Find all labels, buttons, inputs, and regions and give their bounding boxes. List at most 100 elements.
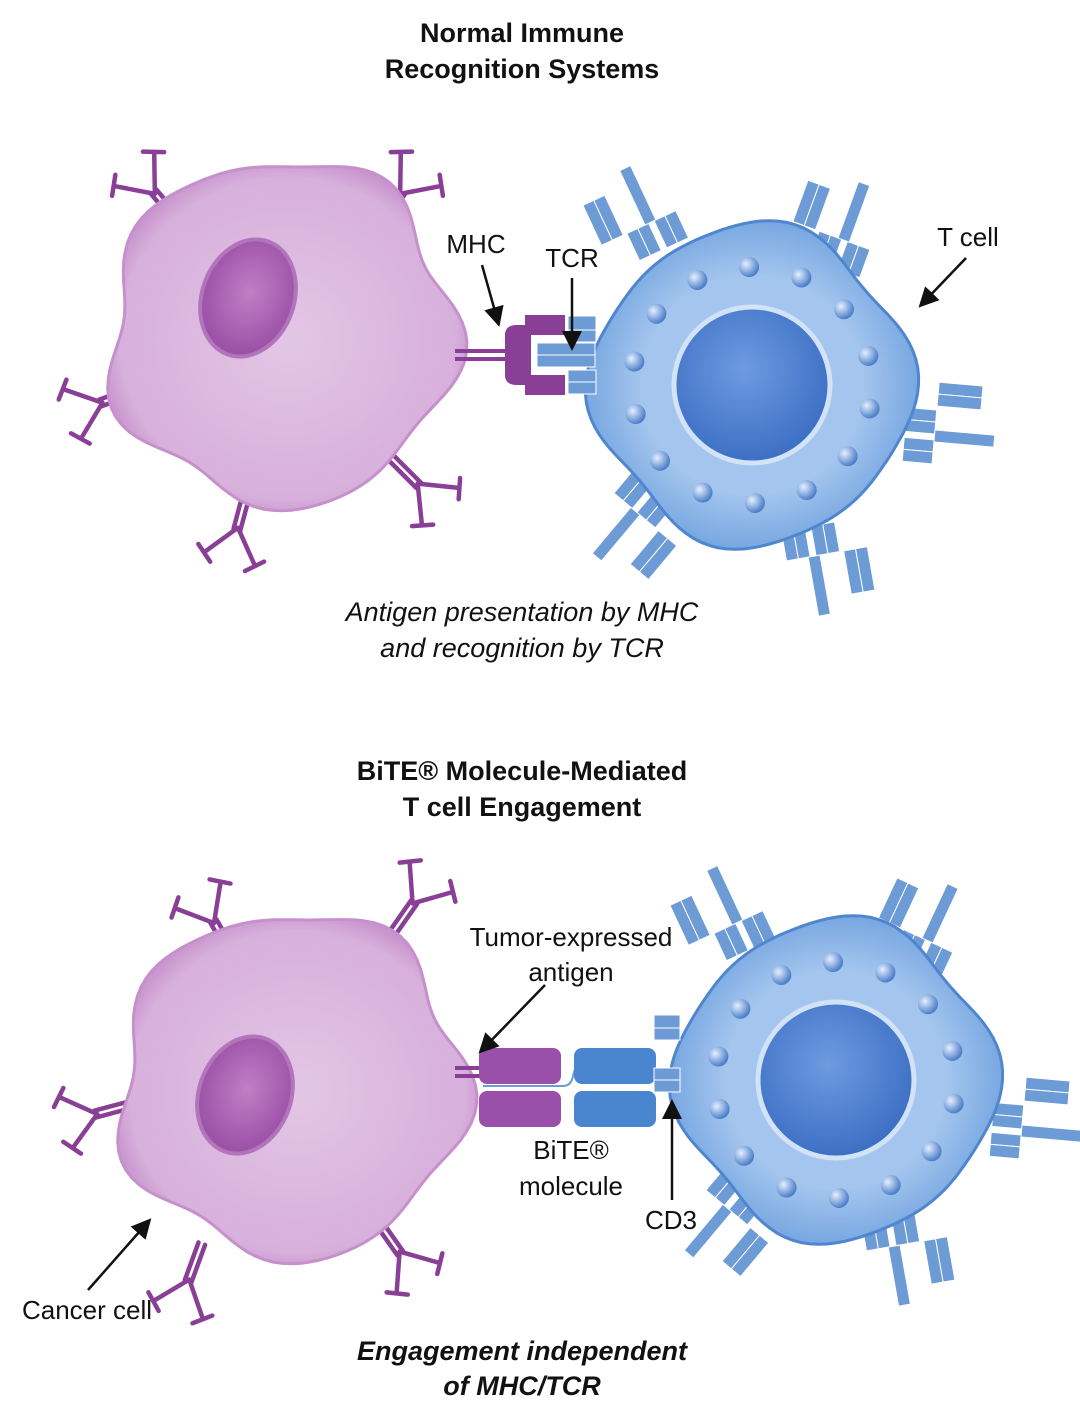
tcell-granule [917, 994, 938, 1015]
receptor-chain [991, 1113, 1024, 1130]
tcell-granule [625, 404, 646, 425]
top-caption-line1: Antigen presentation by MHC [344, 597, 699, 627]
receptor-chain [988, 1143, 1021, 1160]
top-panel-text: Normal Immune Recognition Systems MHC TC… [344, 18, 999, 663]
label-antigen-line2: antigen [528, 957, 613, 987]
cd3-tcr-cluster [780, 521, 876, 617]
cancer-cell-bottom [116, 918, 479, 1266]
tcell-nucleus [755, 999, 917, 1161]
receptor-chain [721, 1226, 761, 1270]
top-title-line2: Recognition Systems [385, 54, 660, 84]
top-caption-line2: and recognition by TCR [380, 633, 664, 663]
arrow-cancer-cell [87, 1218, 152, 1291]
bottom-panel-text: BiTE® Molecule-Mediated T cell Engagemen… [22, 756, 697, 1401]
receptor-chain [637, 222, 662, 257]
receptor-chain [705, 864, 744, 926]
tcell-granule [739, 257, 760, 278]
tcell-granule [744, 492, 765, 513]
arrow-mhc [480, 264, 504, 327]
tcell-granule [646, 303, 667, 324]
tcell-granule [771, 964, 792, 985]
arrows [87, 257, 967, 1291]
t-cell-top [583, 219, 921, 551]
mhc-complex [455, 315, 565, 395]
receptor-stem [182, 1240, 208, 1285]
cancer-cell-top [106, 165, 469, 513]
bottom-title-line2: T cell Engagement [403, 792, 642, 822]
receptor-chain [901, 448, 934, 465]
receptor-arms [409, 475, 463, 529]
receptor-stem [386, 897, 420, 940]
cd3-tcr-cluster [669, 864, 777, 962]
receptor-chain [724, 922, 749, 957]
tcell-granule [823, 952, 844, 973]
tcell-granule [858, 345, 879, 366]
receptor-chain [936, 393, 983, 411]
receptor-arms [169, 877, 233, 926]
tcell-granule [875, 962, 896, 983]
antigen-receptor [386, 858, 458, 940]
receptor-chain [1023, 1088, 1070, 1106]
receptor-arms [56, 377, 105, 446]
tcell-granule [943, 1093, 964, 1114]
label-mhc: MHC [446, 229, 505, 259]
cancer-cell-membrane [116, 918, 479, 1266]
cd3-tcr-cluster [988, 1076, 1080, 1160]
t-cell-bottom [667, 914, 1005, 1246]
receptor-chain [923, 1238, 944, 1285]
receptor-chain [629, 529, 669, 573]
antigen-receptor [146, 1240, 215, 1326]
label-bite-line1: BiTE® [533, 1135, 609, 1165]
top-title-line1: Normal Immune [420, 18, 624, 48]
arrow-tcell [918, 257, 967, 308]
receptor-arms [196, 525, 267, 574]
cd3-tcr-cluster [901, 381, 996, 465]
receptor-arms [397, 858, 458, 906]
tcell-granule [828, 1187, 849, 1208]
label-cd3: CD3 [645, 1205, 697, 1235]
receptor-chain [593, 194, 624, 241]
cd3-tcr-cluster [582, 164, 690, 262]
label-bite-line2: molecule [519, 1171, 623, 1201]
tcell-granule [880, 1175, 901, 1196]
tcell-granule [921, 1141, 942, 1162]
tcell-granule [796, 480, 817, 501]
tcell-granule [730, 998, 751, 1019]
receptor-chain [664, 209, 690, 244]
bottom-title-line1: BiTE® Molecule-Mediated [357, 756, 687, 786]
receptor-chain [803, 183, 832, 231]
cancer-cell-membrane [106, 165, 469, 513]
tcell-nucleus [671, 304, 833, 466]
molecules-layer [455, 315, 681, 1127]
receptor-chain [887, 1244, 911, 1307]
receptor-chain [683, 1203, 733, 1259]
receptor-arms [384, 1249, 445, 1297]
receptor-chain [680, 894, 711, 941]
receptor-stem [385, 452, 424, 491]
receptor-arms [109, 149, 167, 199]
tcell-granule [837, 446, 858, 467]
cells-layer [106, 165, 1005, 1266]
tcell-granule [650, 450, 671, 471]
bite-molecule [455, 1014, 681, 1127]
tcell-granule [709, 1099, 730, 1120]
tcell-granule [692, 482, 713, 503]
tcell-granule [624, 351, 645, 372]
cancer-cell-nucleus [195, 1034, 295, 1156]
tcell-granule [734, 1145, 755, 1166]
receptor-chain [1020, 1124, 1080, 1143]
receptor-chain [618, 164, 657, 226]
receptor-chain [843, 548, 864, 595]
receptor-arms [146, 1277, 215, 1326]
arrow-antigen [478, 984, 546, 1054]
cancer-cell-nucleus [198, 237, 298, 359]
antigen-receptor [385, 452, 463, 529]
label-tcr: TCR [545, 243, 598, 273]
label-tcell: T cell [937, 222, 999, 252]
tcell-granule [791, 267, 812, 288]
receptor-chain [807, 554, 831, 617]
tcell-granule [942, 1040, 963, 1061]
label-antigen-line1: Tumor-expressed [470, 922, 673, 952]
tcell-granule [833, 299, 854, 320]
